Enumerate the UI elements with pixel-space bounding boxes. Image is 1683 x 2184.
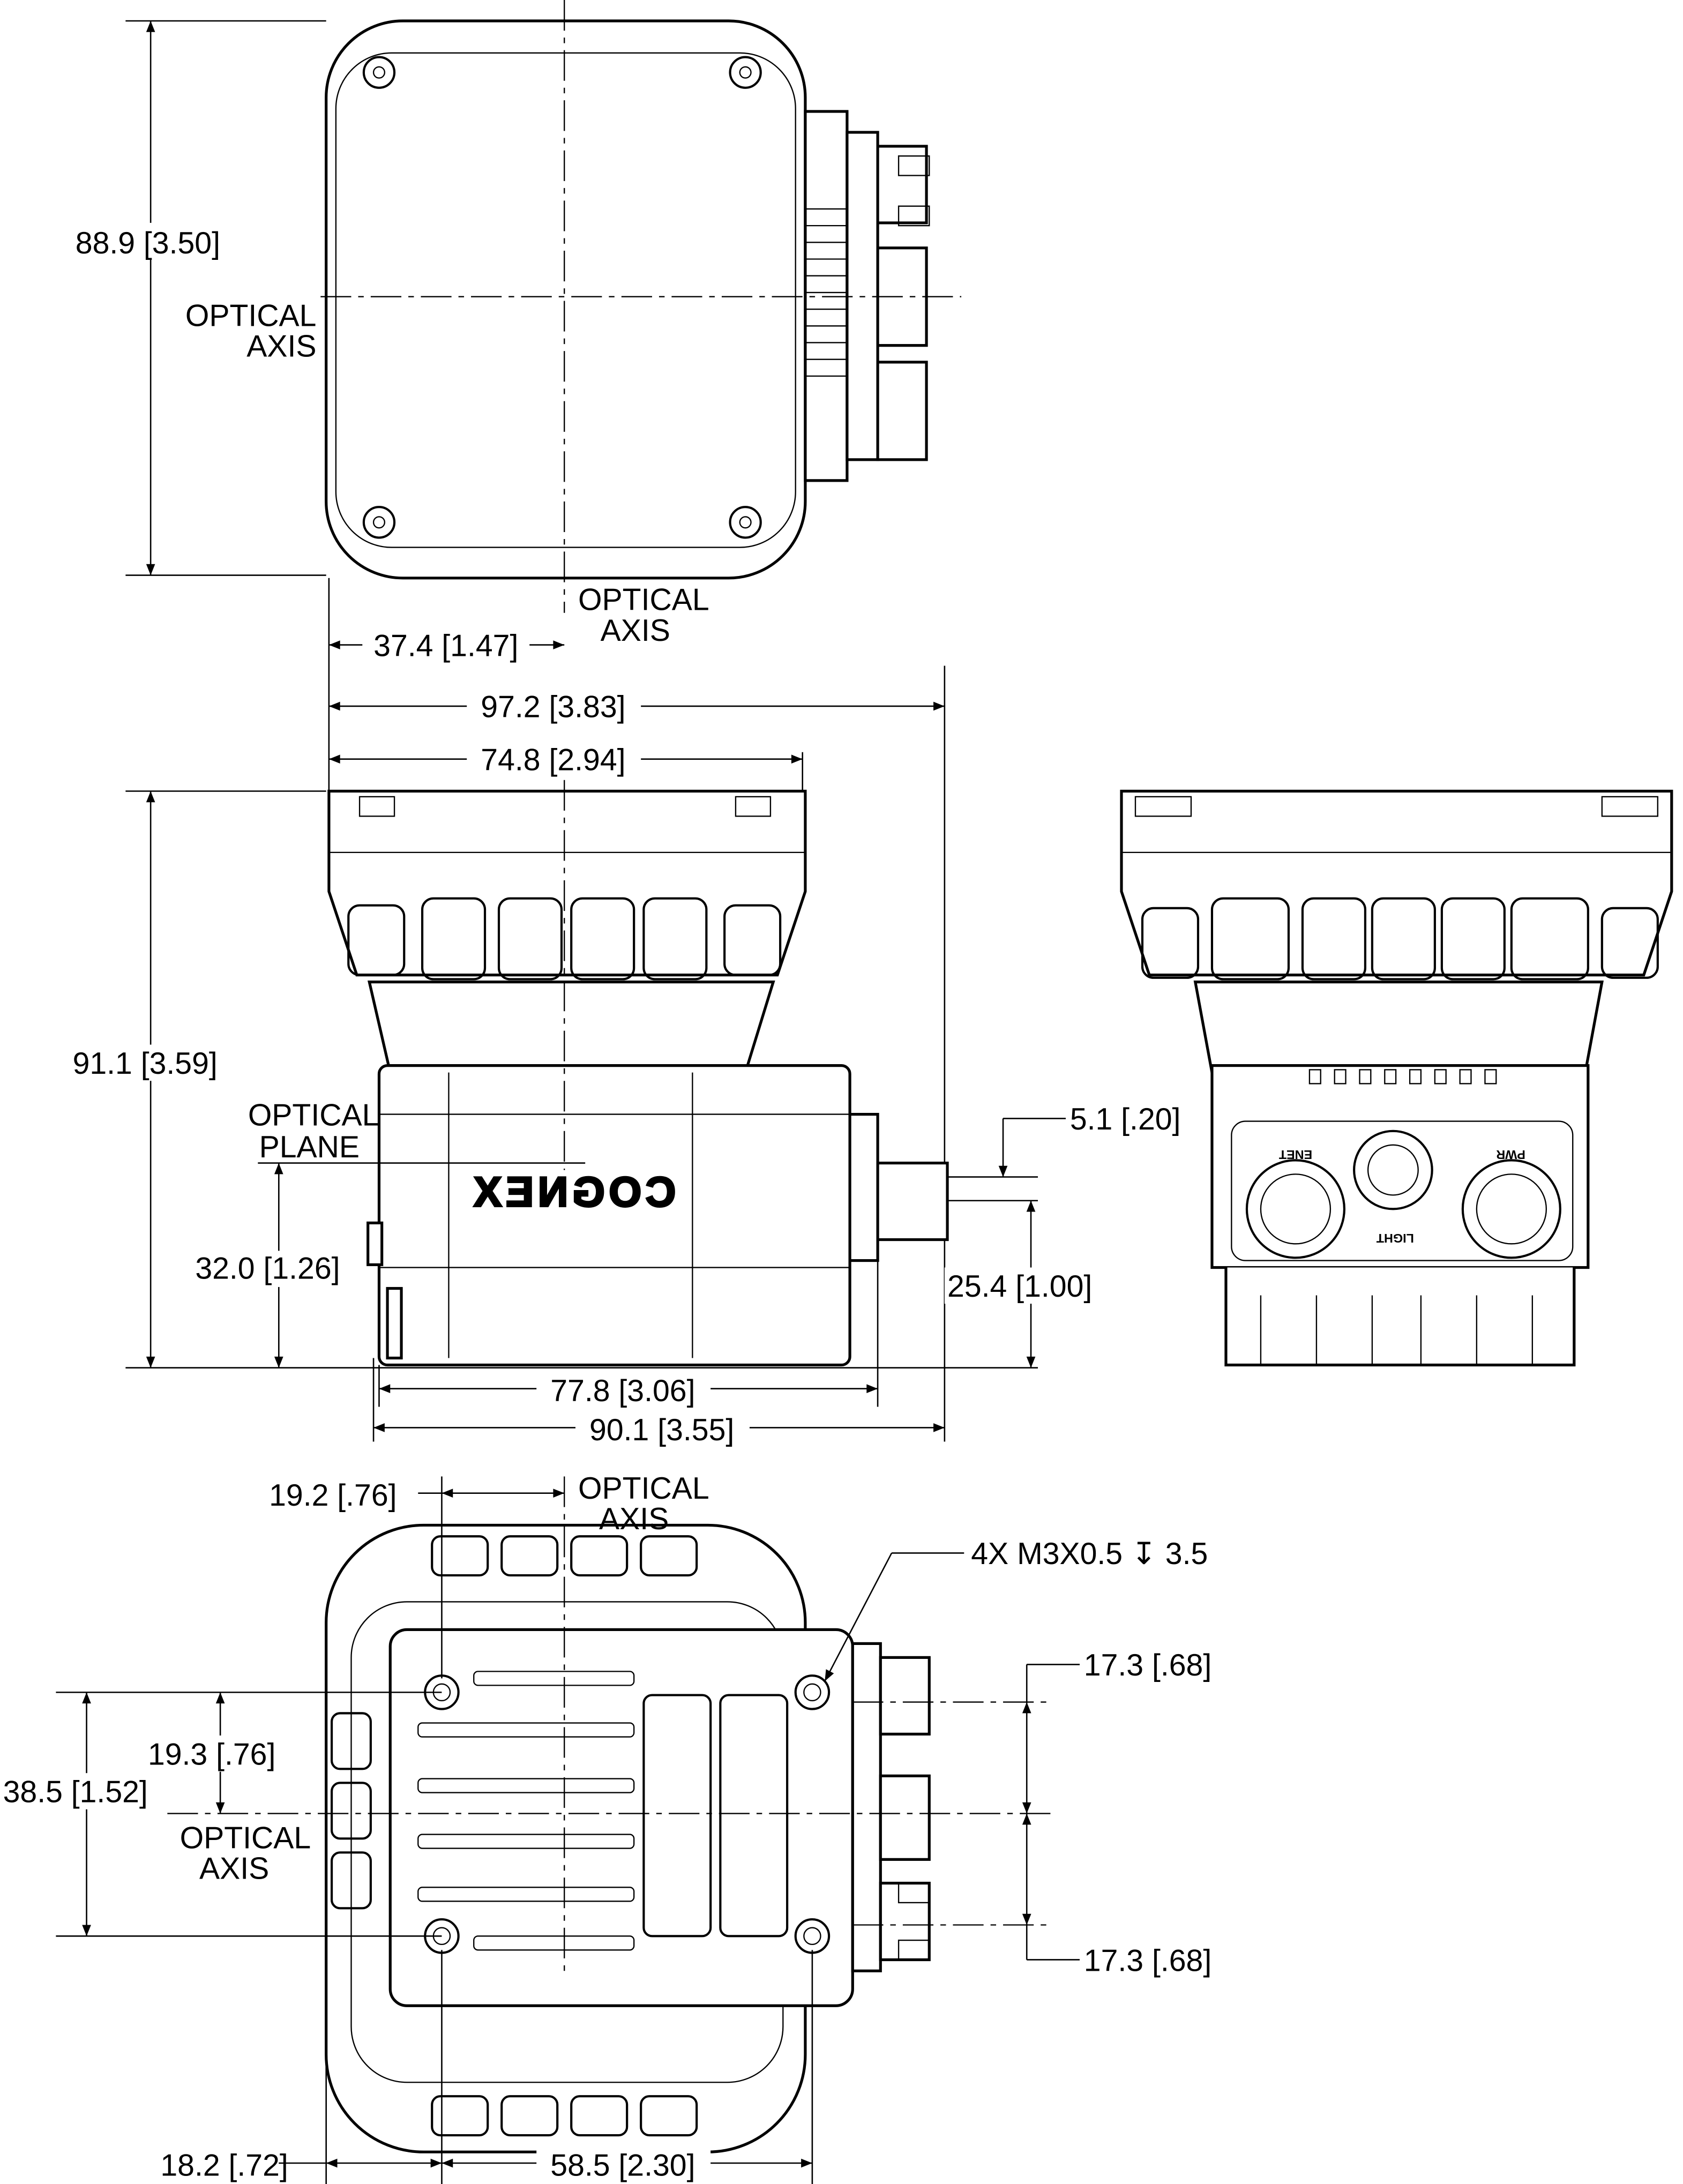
height-dim-label: 88.9 [3.50] [76,226,220,260]
overall-length-dim-label: 90.1 [3.55] [589,1413,734,1447]
optical-plane-label: PLANE [259,1130,360,1164]
optical-axis-label: OPTICAL [185,298,317,333]
hole-spacing-dim-label: 38.5 [1.52] [3,1775,148,1809]
axis-offset-dim-label: 19.2 [.76] [269,1478,397,1513]
hole-pitch-dim-label: 58.5 [2.30] [550,2148,695,2182]
enet-connector: ENET [1245,1148,1345,1259]
body-width-dim-label: 74.8 [2.94] [481,743,625,777]
connector-height-dim-label: 25.4 [1.00] [947,1269,1092,1304]
optical-axis-label: AXIS [199,1852,269,1886]
overall-width-dim-label: 97.2 [3.83] [481,690,625,724]
pwr-connector: PWR [1461,1148,1561,1259]
optical-plane-label: OPTICAL [248,1098,379,1132]
optical-axis-label: OPTICAL [578,583,709,617]
height-dim-label: 91.1 [3.59] [73,1046,218,1081]
optical-axis-label: OPTICAL [180,1821,311,1856]
conn-dim-top-label: 17.3 [.68] [1084,1648,1211,1682]
bottom-view: 19.2 [.76] OPTICAL AXIS 4X M3X0.5 ↧ 3.5 … [0,1471,1211,2184]
top-view: 88.9 [3.50] OPTICAL AXIS OPTICAL AXIS 37… [72,0,962,1442]
body-length-dim-label: 77.8 [3.06] [550,1374,695,1408]
axis-offset-dim-label: 37.4 [1.47] [373,629,518,663]
slots [417,1671,635,1951]
screw-holes [362,56,762,539]
optical-axis-label: AXIS [246,329,316,363]
thread-callout-label: 4X M3X0.5 ↧ 3.5 [971,1537,1208,1571]
fins [805,208,847,377]
heatsink-fins [347,897,782,981]
edge-offset-dim-label: 18.2 [.72] [160,2148,288,2182]
light-connector: LIGHT [1353,1130,1433,1245]
optical-axis-label: OPTICAL [578,1471,709,1506]
connector-offset-dim-label: 5.1 [.20] [1070,1102,1181,1136]
top-ribs [331,1535,698,2137]
vent-slots [1308,1069,1497,1084]
svg-text:PWR: PWR [1496,1148,1525,1162]
conn-dim-bottom-label: 17.3 [.68] [1084,1943,1211,1978]
cognex-logo: COGNEX [469,1168,676,1215]
rear-view: ENET LIGHT PWR [1120,789,1673,1367]
optical-plane-dim-label: 32.0 [1.26] [195,1251,340,1285]
optical-axis-label: AXIS [599,1502,669,1536]
side-view: COGNEX 91.1 [3.59] OPTICAL PLANE 32.0 [1… [70,780,1180,1447]
half-hole-dim-label: 19.3 [.76] [148,1738,275,1772]
optical-axis-label: AXIS [601,614,670,648]
svg-text:ENET: ENET [1278,1148,1312,1162]
svg-text:LIGHT: LIGHT [1376,1231,1414,1245]
